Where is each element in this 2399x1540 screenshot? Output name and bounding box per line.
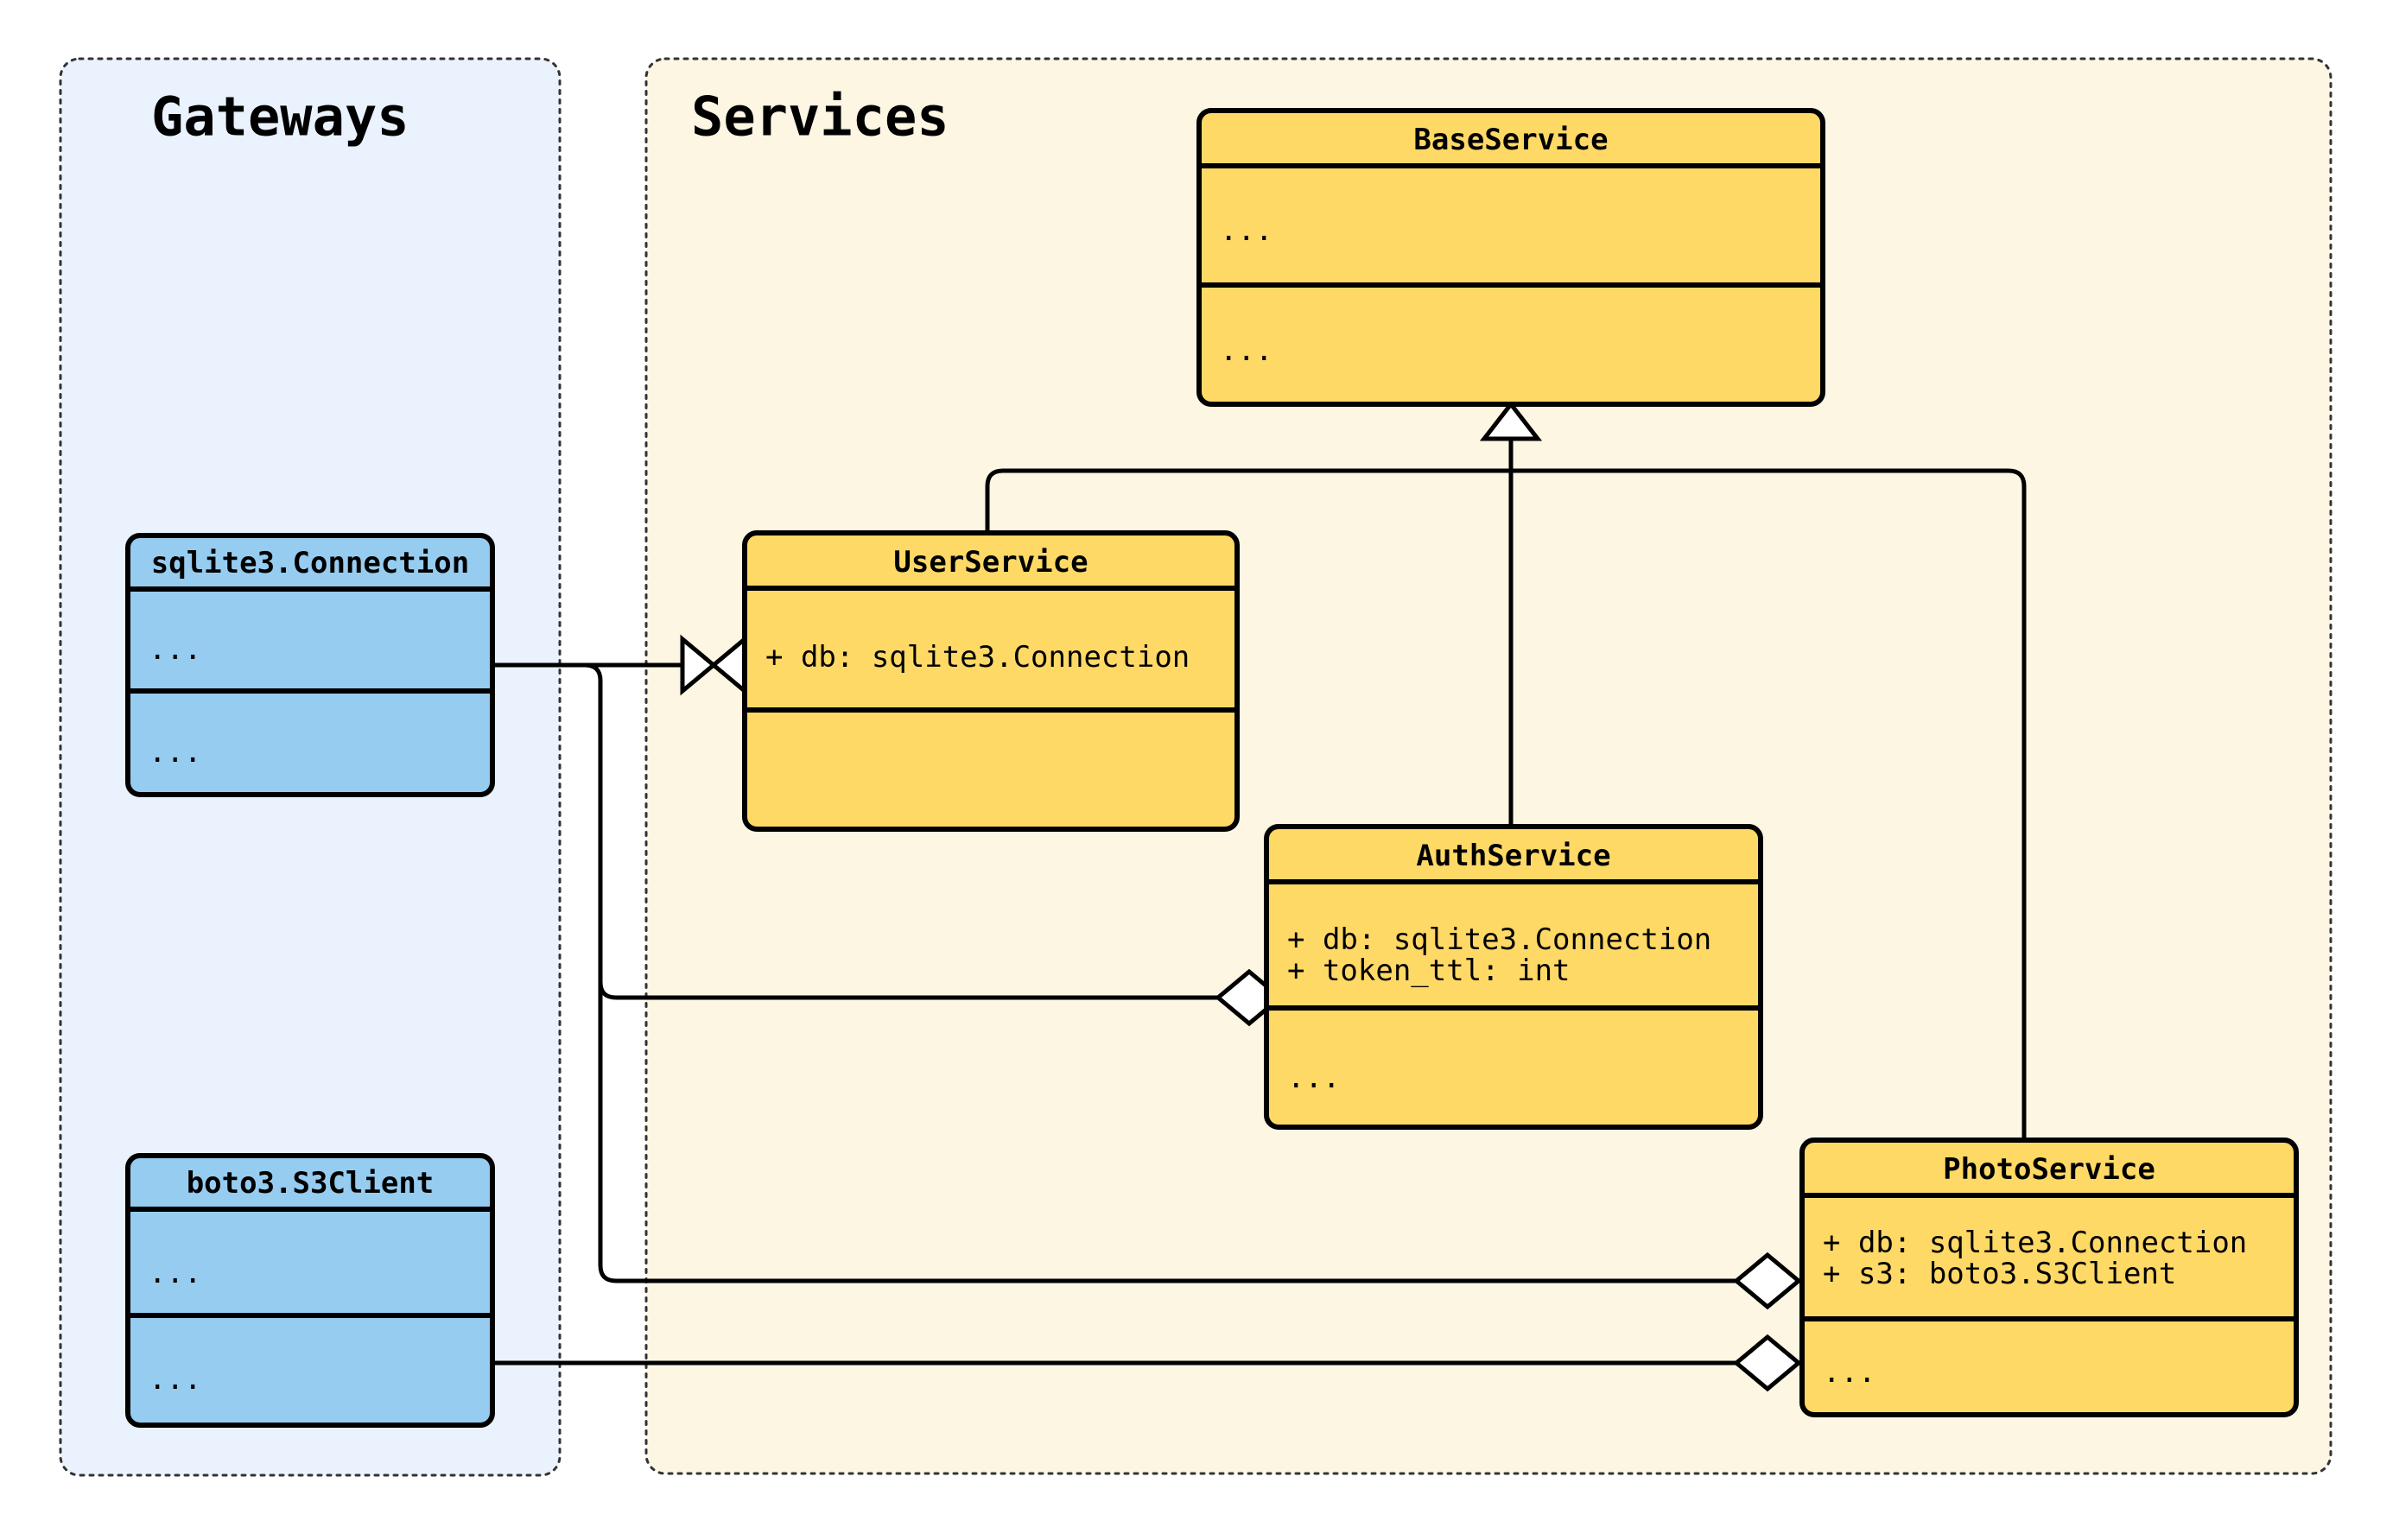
edge-user-inherits-base [985,468,1511,533]
class-photo-service-box [1799,1138,2299,1417]
class-base-service-attribute: ... [1220,213,1272,248]
class-boto3-s3client-name: boto3.S3Client [187,1166,435,1201]
class-user-service[interactable]: UserService + db: sqlite3.Connection [742,530,1240,832]
package-services-box [644,57,2332,1475]
edge-sqlite-branch-spine [553,662,1768,1283]
edge-photo-inherits-base [1511,468,2027,1140]
generalization-triangle-icon [1479,400,1543,441]
class-photo-service-attribute-1: + db: sqlite3.Connection [1823,1226,2247,1260]
class-auth-service-method: ... [1287,1061,1340,1095]
class-photo-service-method: ... [1823,1355,1875,1390]
aggregation-diamond-photo-s3-icon [1733,1334,1802,1392]
class-sqlite3-connection-name: sqlite3.Connection [151,546,469,580]
package-gateways-title: Gateways [151,85,409,148]
class-sqlite3-connection[interactable]: sqlite3.Connection ... ... [125,533,495,797]
class-boto3-s3client-method: ... [149,1362,201,1397]
class-boto3-s3client[interactable]: boto3.S3Client ... ... [125,1153,495,1428]
class-boto3-s3client-box [125,1153,495,1428]
class-user-service-box [742,530,1240,832]
package-services-title: Services [691,85,949,148]
class-user-service-attribute: + db: sqlite3.Connection [765,640,1190,675]
class-auth-service-attribute-1: + db: sqlite3.Connection [1287,922,1711,957]
package-services[interactable]: Services [644,57,2332,1475]
class-photo-service-attribute-2: + s3: boto3.S3Client [1823,1257,2176,1291]
class-auth-service-name: AuthService [1416,839,1610,873]
class-sqlite3-connection-method: ... [149,735,201,770]
class-base-service-box [1196,108,1825,407]
class-base-service-method: ... [1220,333,1272,368]
aggregation-diamond-user-icon-left [680,634,717,696]
edge-aggregation-s3-group [492,1334,1802,1392]
aggregation-diamond-photo-db-icon [1733,1252,1802,1310]
edge-generalization-group [985,400,2027,1140]
class-photo-service[interactable]: PhotoService + db: sqlite3.Connection + … [1799,1138,2299,1417]
class-photo-service-name: PhotoService [1943,1152,2155,1187]
class-sqlite3-connection-box [125,533,495,797]
class-auth-service-attribute-2: + token_ttl: int [1287,954,1571,988]
class-auth-service-box [1264,824,1763,1130]
class-base-service-name: BaseService [1413,123,1608,157]
class-user-service-name: UserService [893,545,1088,580]
class-sqlite3-connection-attribute: ... [149,632,201,667]
class-auth-service[interactable]: AuthService + db: sqlite3.Connection + t… [1264,824,1763,1130]
class-base-service[interactable]: BaseService ... ... [1196,108,1825,407]
edge-auth-aggregates-sqlite [598,981,1232,1000]
class-boto3-s3client-attribute: ... [149,1256,201,1290]
